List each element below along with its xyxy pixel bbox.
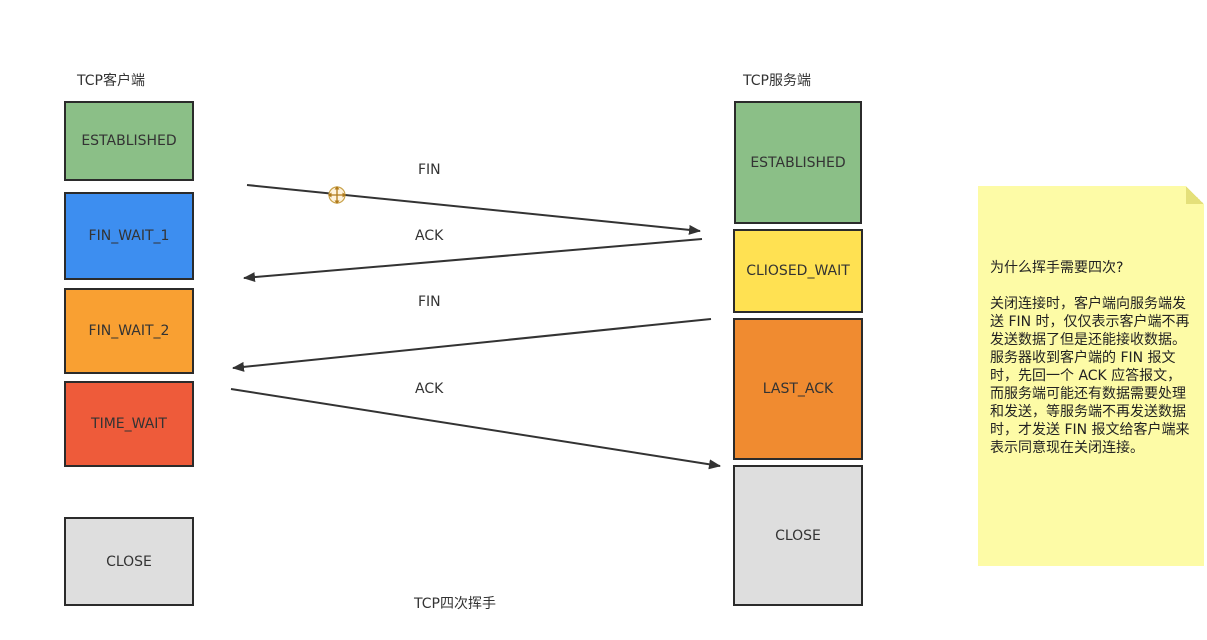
server-state-last-ack: LAST_ACK (733, 318, 863, 460)
message-label-ack-1: ACK (415, 228, 444, 244)
fin-arrow-client-to-server (246, 184, 701, 235)
client-state-time-wait: TIME_WAIT (64, 381, 194, 467)
note-text: 为什么挥手需要四次? 关闭连接时，客户端向服务端发送 FIN 时，仅仅表示客户端… (990, 260, 1190, 456)
note-fold-corner (1186, 186, 1204, 204)
server-state-established: ESTABLISHED (734, 101, 862, 224)
sticky-note[interactable]: 为什么挥手需要四次? 关闭连接时，客户端向服务端发送 FIN 时，仅仅表示客户端… (978, 186, 1204, 566)
move-handle-icon[interactable] (328, 186, 346, 204)
client-title: TCP客户端 (77, 73, 145, 89)
server-title: TCP服务端 (743, 73, 811, 89)
fin-arrow-server-to-client (232, 318, 712, 372)
message-label-ack-2: ACK (415, 381, 444, 397)
message-label-fin-1: FIN (418, 162, 441, 178)
client-state-established: ESTABLISHED (64, 101, 194, 181)
ack-arrow-client-to-server (230, 388, 721, 470)
server-state-close: CLOSE (733, 465, 863, 606)
client-state-close: CLOSE (64, 517, 194, 606)
server-state-close-wait: CLIOSED_WAIT (733, 229, 863, 313)
ack-arrow-server-to-client (243, 238, 703, 283)
client-state-fin-wait-1: FIN_WAIT_1 (64, 192, 194, 280)
diagram-caption: TCP四次挥手 (414, 596, 496, 612)
message-label-fin-2: FIN (418, 294, 441, 310)
client-state-fin-wait-2: FIN_WAIT_2 (64, 288, 194, 374)
